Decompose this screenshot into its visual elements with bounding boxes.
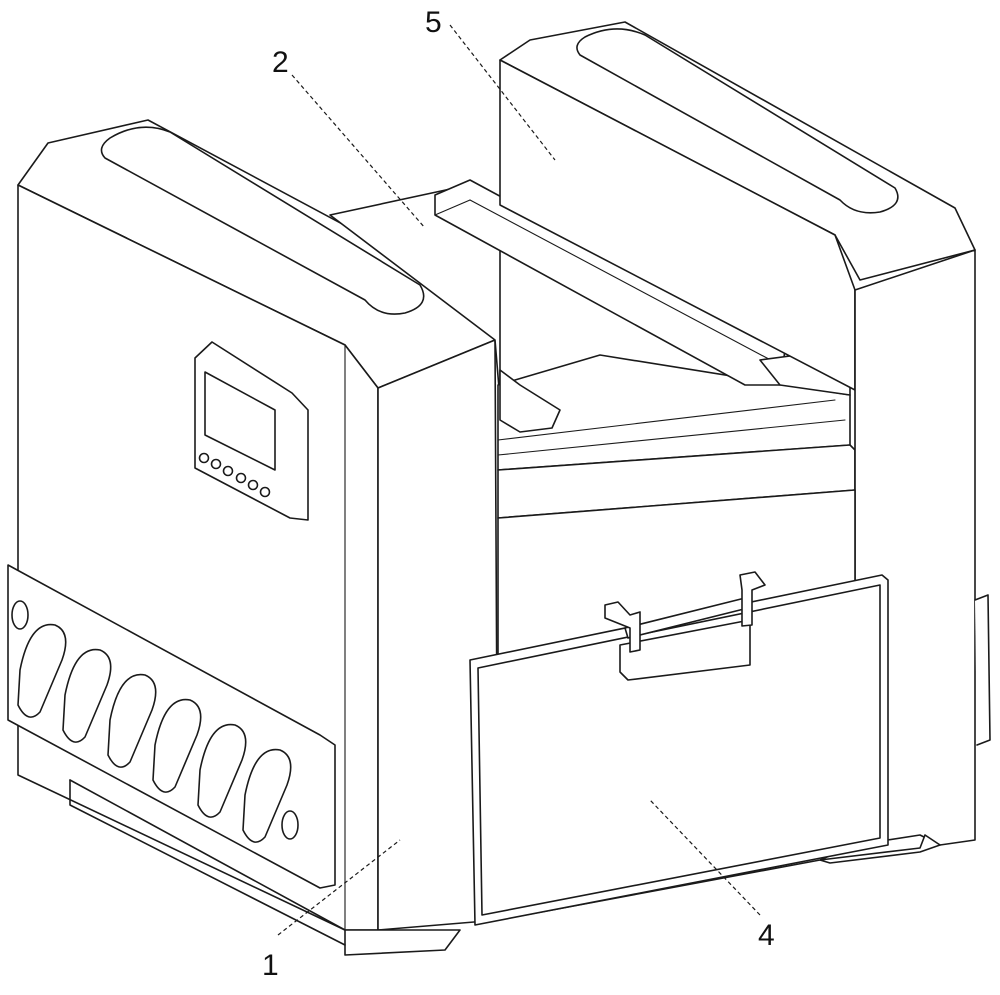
control-button-4: [235, 472, 247, 484]
vent-hole-top: [11, 600, 29, 630]
leader-lines: [277, 24, 761, 936]
vent-hole-bottom: [281, 810, 299, 840]
channel-top-plate: [329, 187, 501, 401]
control-button-2: [210, 458, 222, 470]
latch-lug-right: [739, 571, 766, 627]
left-base: [69, 779, 461, 956]
label-part-5: 5: [425, 6, 442, 39]
control-panel: [194, 341, 309, 521]
right-top-handle: [576, 28, 899, 214]
center-channel: [329, 179, 856, 519]
label-part-2: 2: [272, 46, 289, 79]
access-door: [469, 571, 889, 926]
control-button-1: [198, 452, 210, 464]
leader-4: [649, 799, 761, 916]
display-screen: [204, 371, 276, 471]
label-part-4: 4: [758, 919, 775, 952]
left-top-handle: [100, 126, 425, 315]
right-housing-top: [499, 21, 976, 281]
right-side-tab: [974, 594, 991, 746]
leader-2: [291, 74, 426, 229]
control-button-5: [247, 479, 259, 491]
vent-slot-3: [107, 673, 157, 768]
vent-slot-6: [242, 748, 292, 843]
latch-lug-left: [604, 601, 641, 653]
right-base: [819, 834, 941, 864]
leader-1: [277, 839, 401, 936]
vent-slot-1: [17, 623, 67, 718]
vent-slot-4: [152, 698, 202, 793]
control-button-6: [259, 486, 271, 498]
control-button-3: [222, 465, 234, 477]
right-housing: [499, 21, 991, 864]
vent-slot-2: [62, 648, 112, 743]
vent-grille: [7, 564, 336, 889]
door-panel: [469, 574, 889, 926]
latch-handle: [619, 619, 751, 681]
label-part-1: 1: [262, 949, 279, 982]
guide-block-lower: [499, 369, 561, 433]
leader-5: [449, 24, 556, 161]
vent-slot-5: [197, 723, 247, 818]
